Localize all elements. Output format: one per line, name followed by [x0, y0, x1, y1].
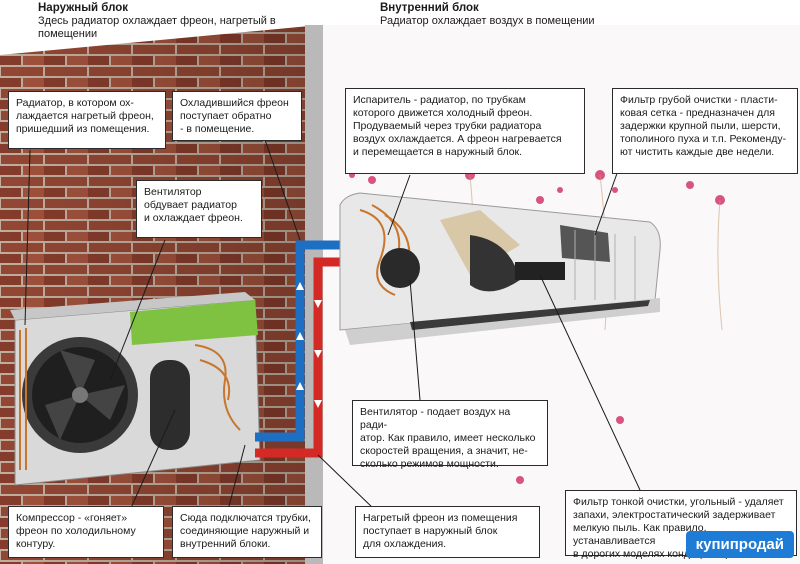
- outdoor-title: Наружный блок: [38, 2, 129, 14]
- indoor-subtitle: Радиатор охлаждает воздух в помещении: [380, 15, 595, 27]
- outdoor-unit: [10, 292, 261, 486]
- outdoor-subtitle: Здесь радиатор охлаждает фреон, нагретый…: [38, 15, 276, 40]
- callout-cooled-freon: Охладившийся фреон поступает обратно - в…: [172, 91, 302, 141]
- callout-heated-freon: Нагретый фреон из помещения поступает в …: [355, 506, 540, 558]
- indoor-header: Внутренний блок Радиатор охлаждает возду…: [380, 2, 680, 28]
- indoor-title: Внутренний блок: [380, 2, 479, 14]
- callout-radiator-outdoor: Радиатор, в котором ох- лаждается нагрет…: [8, 91, 166, 149]
- callout-compressor: Компрессор - «гоняет» фреон по холодильн…: [8, 506, 164, 558]
- outdoor-header: Наружный блок Здесь радиатор охлаждает ф…: [38, 2, 298, 41]
- watermark-badge: купипродай: [685, 531, 794, 558]
- callout-coarse-filter: Фильтр грубой очистки - пласти- ковая се…: [612, 88, 798, 174]
- callout-pipes: Сюда подключатся трубки, соединяющие нар…: [172, 506, 322, 558]
- indoor-unit: [339, 192, 661, 345]
- leader-lines: [24, 139, 641, 511]
- refrigerant-pipes: [255, 240, 350, 458]
- callout-fan-outdoor: Вентилятор обдувает радиатор и охлаждает…: [136, 180, 262, 238]
- callout-fan-indoor: Вентилятор - подает воздух на ради- атор…: [352, 400, 548, 470]
- callout-evaporator: Испаритель - радиатор, по трубкам которо…: [345, 88, 585, 174]
